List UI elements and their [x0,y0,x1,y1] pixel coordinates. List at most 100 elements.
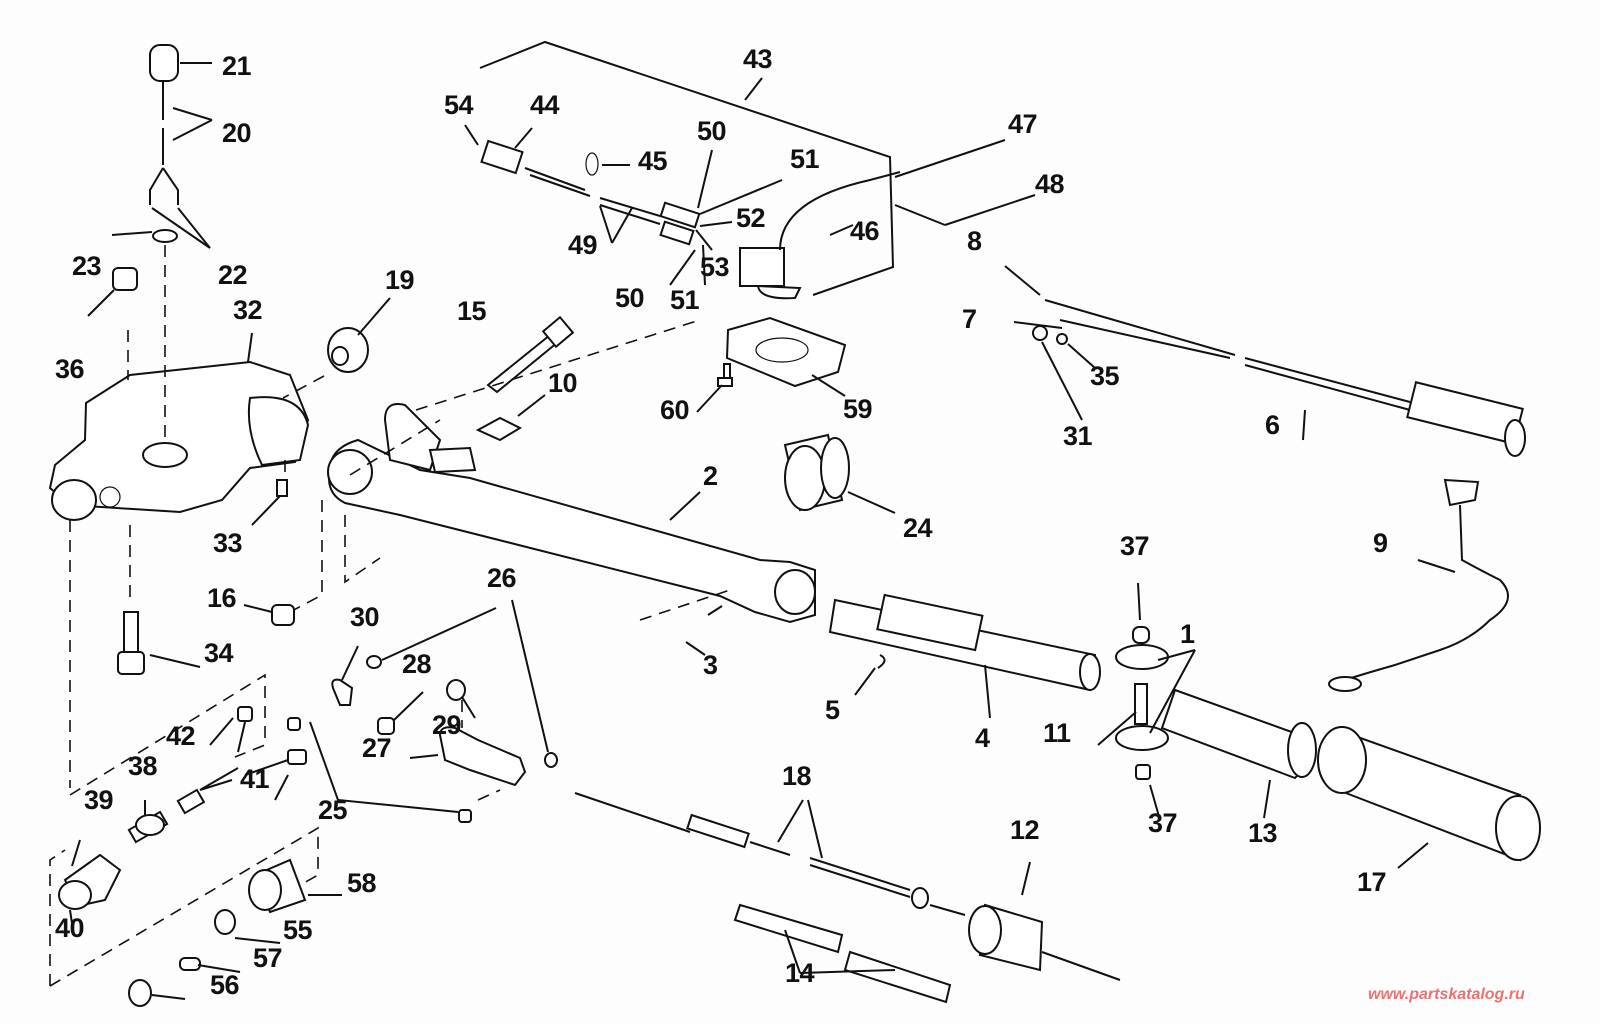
bolt-part-34 [117,611,145,675]
part-label-19: 19 [385,265,415,295]
tubes-part-14 [733,903,952,1004]
part-label-34: 34 [204,638,234,668]
nut-part-16 [271,604,295,626]
part-label-4: 4 [975,723,990,753]
part-label-51-top: 51 [790,144,820,174]
washer-part-26 [366,655,558,768]
switch-part-39 [58,767,239,910]
cover-part-59 [725,316,847,388]
nut-part-36 [112,267,138,291]
part-label-3: 3 [703,650,718,680]
part-label-59: 59 [843,394,873,424]
stop-switch-part-46 [739,171,901,300]
nut-part-23 [152,229,178,243]
part-label-28: 28 [402,649,432,679]
part-label-45: 45 [638,146,668,176]
arm-part-27 [438,700,527,787]
part-label-23: 23 [72,251,102,281]
friction-parts-1-11-37 [1115,626,1169,780]
part-label-46: 46 [850,216,880,246]
screw-part-60 [717,363,733,387]
terminal-part-41 [244,749,307,776]
part-label-52: 52 [736,203,766,233]
tiller-arm-part-2 [327,403,816,624]
spacer-part-58 [248,858,307,914]
part-label-37-bottom: 37 [1148,808,1178,838]
part-label-8: 8 [967,226,982,256]
part-label-50-bottom: 50 [615,283,645,313]
harness-part-20 [149,44,179,205]
part-label-57: 57 [253,943,283,973]
part-label-38: 38 [128,751,158,781]
part-label-18: 18 [782,761,812,791]
part-label-43: 43 [743,44,773,74]
part-label-48: 48 [1035,169,1065,199]
watermark-link[interactable]: www.partskatalog.ru [1368,986,1525,1003]
throttle-shaft-part-4 [828,593,1101,692]
part-label-56: 56 [210,970,240,1000]
clip-part-45 [585,152,599,176]
part-label-21: 21 [222,51,252,81]
grip-cover-part-17 [1317,726,1541,862]
wire-harness-part-44 [480,139,701,246]
part-label-22: 22 [218,260,248,290]
plate-part-10 [475,416,523,442]
housing-part-12 [968,903,1121,981]
button-part-55 [214,909,236,935]
part-label-50-top: 50 [697,116,727,146]
throttle-cable-part-18 [574,792,966,916]
part-label-40: 40 [55,913,85,943]
part-label-12: 12 [1010,815,1040,845]
nut-part-29 [446,679,466,701]
part-label-60: 60 [660,395,690,425]
part-label-47: 47 [1008,109,1038,139]
part-label-20: 20 [222,118,252,148]
bracket-43 [479,40,895,296]
part-label-10: 10 [548,368,578,398]
part-label-49: 49 [568,230,598,260]
grease-fitting-part-33 [276,479,288,497]
knob-part-56 [128,979,152,1007]
part-label-6: 6 [1265,410,1280,440]
spring-part-57 [179,957,201,971]
bolt-part-15 [486,315,575,394]
part-label-15: 15 [457,296,487,326]
part-label-44: 44 [530,90,560,120]
part-label-51-bottom: 51 [670,285,700,315]
throttle-grip-part-13 [1160,688,1317,780]
clamp-part-30 [331,678,354,706]
part-label-31: 31 [1063,421,1093,451]
part-label-54: 54 [444,90,474,120]
part-label-14: 14 [785,958,815,988]
screw-part-31 [1032,325,1048,341]
steering-bracket-part-32 [48,360,310,521]
part-label-55: 55 [283,915,313,945]
part-label-30: 30 [350,602,380,632]
part-label-37-top: 37 [1120,531,1150,561]
part-label-27: 27 [362,733,392,763]
part-label-5: 5 [825,695,840,725]
part-label-39: 39 [84,785,114,815]
bushing-part-24 [783,433,850,512]
part-label-33: 33 [213,528,243,558]
part-label-1: 1 [1180,619,1195,649]
kill-cable-part-6 [1044,299,1526,457]
part-label-2: 2 [703,461,718,491]
part-label-25: 25 [318,795,348,825]
part-label-13: 13 [1248,818,1278,848]
part-label-41: 41 [240,764,270,794]
part-label-24: 24 [903,513,933,543]
part-label-9: 9 [1373,528,1388,558]
wire-part-42 [237,706,253,753]
part-label-29: 29 [432,710,462,740]
part-label-35: 35 [1090,361,1120,391]
lanyard-part-9 [1328,478,1509,692]
nut-part-28 [377,717,395,735]
screw-part-25 [287,717,472,823]
part-label-42: 42 [166,721,196,751]
part-label-53: 53 [700,252,730,282]
leader-46 [829,224,854,236]
part-label-26: 26 [487,563,517,593]
